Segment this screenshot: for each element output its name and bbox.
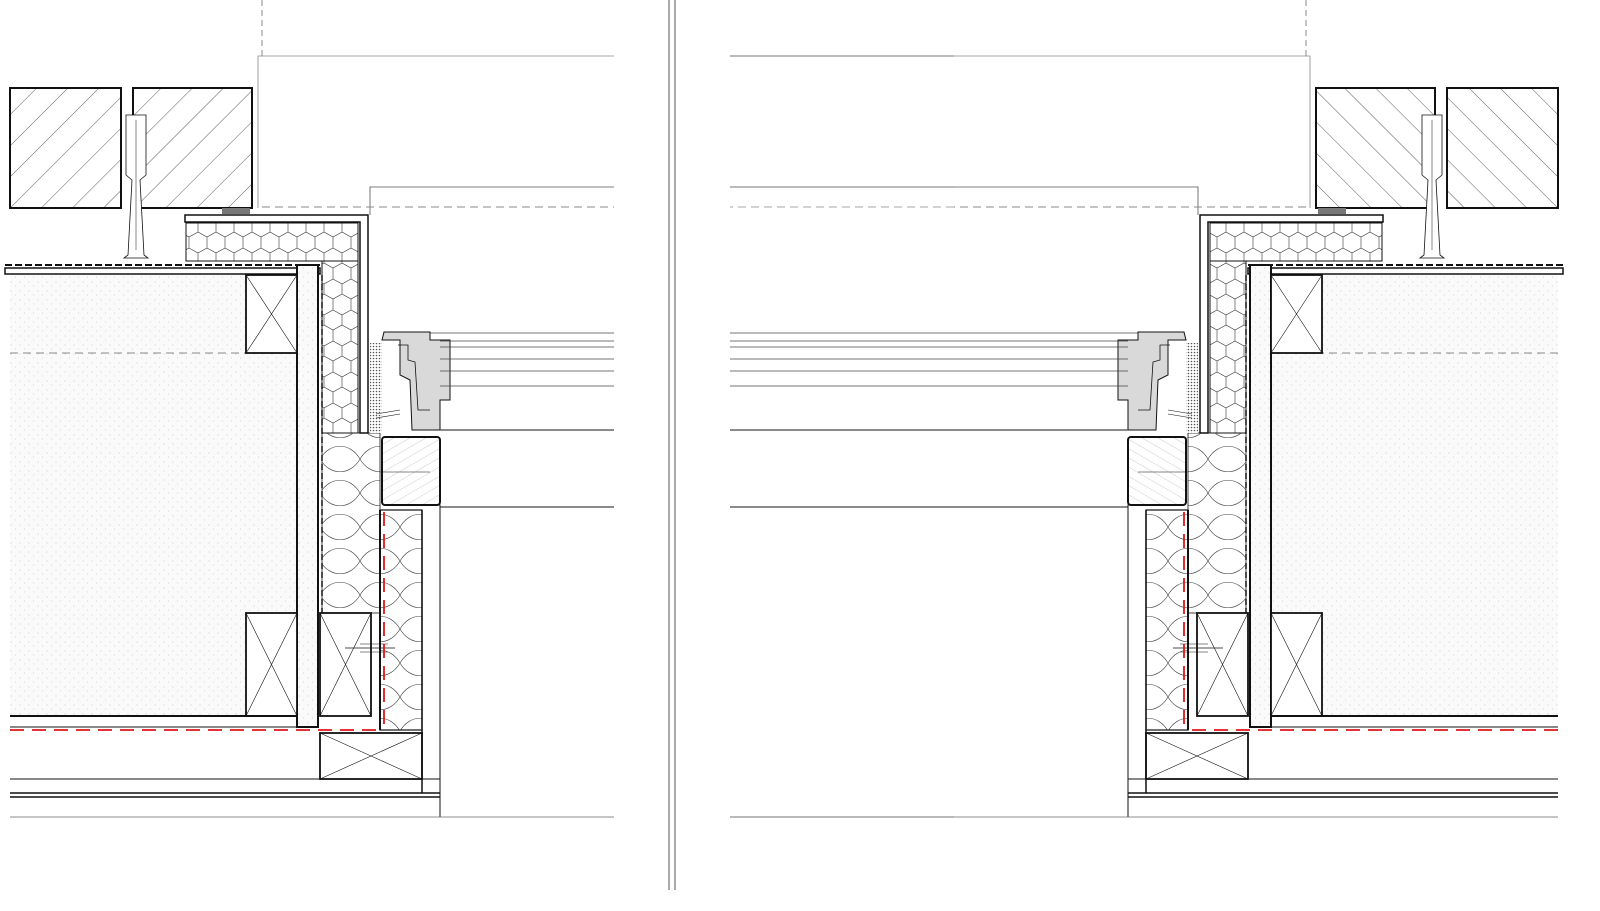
right-jamb-detail bbox=[730, 0, 1564, 818]
center-divider bbox=[668, 0, 676, 890]
left-jamb-detail bbox=[4, 0, 615, 818]
